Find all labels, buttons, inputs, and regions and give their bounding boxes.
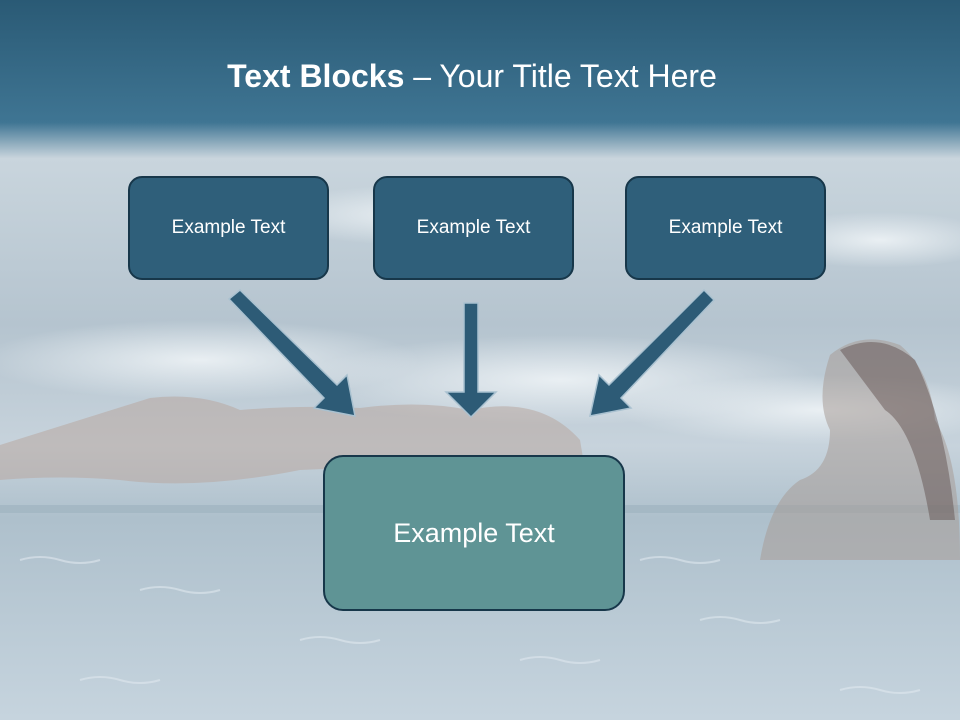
text-block-center[interactable]: Example Text [373, 176, 574, 280]
text-block-left[interactable]: Example Text [128, 176, 329, 280]
text-block-right[interactable]: Example Text [625, 176, 826, 280]
main-text-block[interactable]: Example Text [323, 455, 625, 611]
title-rest: Your Title Text Here [439, 58, 717, 94]
title-bold: Text Blocks [227, 58, 405, 94]
text-block-label: Example Text [416, 217, 531, 238]
arrow-down-left-icon [589, 288, 716, 417]
title-dash: – [404, 58, 440, 94]
arrow-down-icon [444, 302, 498, 419]
slide-title: Text Blocks – Your Title Text Here [0, 52, 944, 100]
text-block-label: Example Text [171, 217, 286, 238]
main-text-block-label: Example Text [393, 517, 555, 548]
arrow-down-right-icon [227, 288, 356, 417]
text-block-label: Example Text [668, 217, 783, 238]
